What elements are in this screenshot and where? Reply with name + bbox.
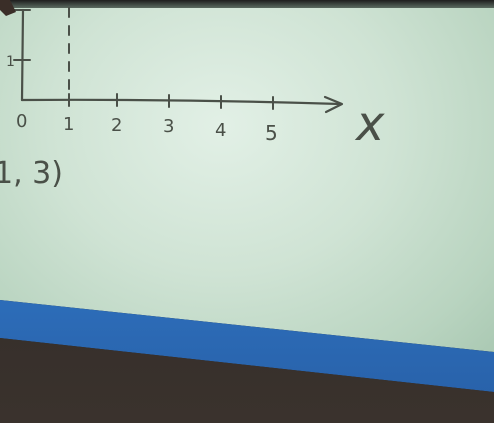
tick-label-3: 3	[163, 116, 174, 137]
tick-label-1: 1	[63, 114, 74, 135]
tick-label-5: 5	[265, 121, 278, 145]
tick-label-4: 4	[215, 120, 226, 141]
y-axis-tick	[13, 9, 31, 61]
x-axis-arrowhead	[323, 95, 344, 114]
x-axis-label: x	[354, 96, 385, 152]
y-axis-line	[20, 8, 25, 102]
tick-label-0: 0	[16, 111, 27, 132]
whiteboard	[0, 0, 494, 352]
x-axis-line	[20, 98, 342, 106]
tick-label-2: 2	[111, 115, 122, 136]
x-axis-ticks	[68, 93, 274, 110]
board-top-edge	[0, 0, 494, 8]
marker-tip	[0, 0, 16, 16]
coordinate-note: 1, 3)	[0, 156, 63, 191]
y-tick-label: 1	[6, 54, 15, 70]
